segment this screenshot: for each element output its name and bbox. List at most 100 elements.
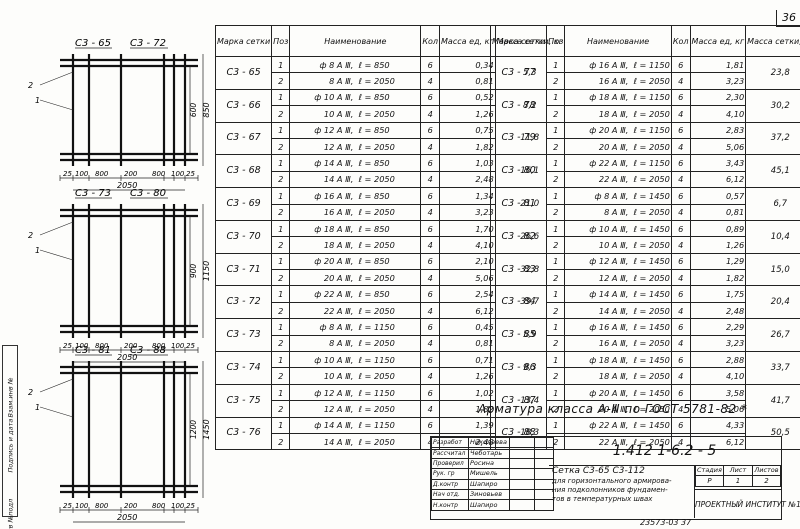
bar-name: 14 А Ⅲ, ℓ = 2050 [289,432,422,451]
bar-length: ℓ = 2050 [633,436,670,447]
position: 1 [546,318,566,336]
unit-mass: 2,48 [689,301,747,320]
edge-dim: 25 [63,342,72,350]
bar-diameter: 16 А Ⅲ, [323,207,354,218]
bar-name: 8 А Ⅲ, ℓ = 2050 [289,334,422,353]
position: 1 [546,351,566,369]
unit-mass: 4,10 [689,105,747,123]
bar-diameter: ф 20 А Ⅲ, [589,125,629,136]
bar-length: ℓ = 850 [358,190,390,201]
diagram-title-b: С3 - 88 [130,345,166,356]
unit-mass: 2,83 [689,121,747,139]
bar-length: ℓ = 2050 [633,272,670,283]
person: Шапиро [468,478,510,490]
quantity: 6 [670,55,691,74]
position: 1 [271,252,291,271]
bar-diameter: ф 12 А Ⅲ, [589,256,629,267]
mesh-mark: С3 - 81 [489,187,548,221]
sheet-label: Лист [722,464,753,477]
bar-diameter: ф 22 А Ⅲ, [589,158,629,169]
position: 2 [546,170,566,189]
position: 1 [546,187,566,205]
position: 2 [271,105,291,123]
signature [509,468,535,480]
position: 1 [271,351,291,369]
bar-length: ℓ = 2050 [358,207,395,218]
unit-mass: 6,12 [439,301,496,320]
spacing-dim: 100 [171,502,185,510]
position: 1 [271,318,291,336]
bar-name: 18 А Ⅲ, ℓ = 2050 [564,105,672,123]
unit-mass: 2,30 [689,88,747,107]
bar-length: ℓ = 1150 [358,354,395,365]
quantity: 6 [670,88,691,107]
bar-diameter: 22 А Ⅲ, [323,305,354,316]
diagram-title-b: С3 - 80 [130,188,166,199]
bar-length: ℓ = 1150 [633,92,670,103]
mesh-mark: С3 - 68 [214,154,273,189]
position: 1 [546,416,566,434]
position: 2 [271,170,291,189]
bar-diameter: 16 А Ⅲ, [598,76,629,87]
spacing-dim: 800 [152,342,166,350]
bar-length: ℓ = 1450 [633,190,670,201]
spacing-dim: 800 [152,502,166,510]
position: 2 [271,269,291,287]
position: 1 [271,219,291,238]
bar-length: ℓ = 2050 [633,403,670,414]
quantity: 6 [420,252,441,271]
bar-diameter: ф 10 А Ⅲ, [314,354,354,365]
bar-diameter: ф 18 А Ⅲ, [589,92,629,103]
bar-length: ℓ = 2050 [358,272,395,283]
bar-length: ℓ = 850 [358,223,390,234]
unit-mass: 0,45 [439,318,496,336]
quantity: 6 [670,351,691,369]
footer-code: 23573-03 37 [640,518,692,527]
inner-dim: 1200 [189,420,198,439]
edge-dim: 25 [186,342,195,350]
person: Мишель [468,468,510,480]
unit-mass: 2,29 [689,318,747,336]
unit-mass: 0,52 [439,88,496,107]
position: 2 [546,105,566,123]
bar-name: 10 А Ⅲ, ℓ = 2050 [289,105,422,123]
bar-length: ℓ = 1450 [633,321,670,332]
position: 1 [546,219,566,238]
bar-length: ℓ = 2050 [358,371,395,382]
person: Росина [468,457,510,470]
person: Чеботарь [468,447,510,459]
bar-diameter: 10 А Ⅲ, [323,371,354,382]
signature [509,447,535,459]
doc-title-line3: ния подколонников фундамен- [552,486,668,494]
unit-mass: 1,26 [439,105,496,123]
quantity: 4 [670,105,691,123]
position: 1 [546,154,566,172]
label-2: 2 [28,388,33,397]
mesh-mark: С3 - 87 [489,383,548,418]
bar-diameter: 22 А Ⅲ, [598,174,629,185]
mesh-mark: С3 - 70 [214,219,273,254]
col-pos: Поз [546,25,566,57]
col-mass: Масса ед, кг [689,25,747,57]
quantity: 6 [420,383,441,402]
bar-length: ℓ = 2050 [358,108,395,119]
bar-name: ф 20 А Ⅲ, ℓ = 1450 [564,383,672,402]
bar-name: ф 8 А Ⅲ, ℓ = 850 [289,55,422,74]
position: 1 [546,55,566,74]
bar-length: ℓ = 2050 [358,338,395,349]
unit-mass: 0,57 [689,187,747,205]
mesh-mass: 20,4 [745,285,800,320]
signature [509,436,535,449]
spacing-dim: 200 [124,342,138,350]
sheet-value: 1 [722,475,753,487]
unit-mass: 0,81 [439,334,496,353]
